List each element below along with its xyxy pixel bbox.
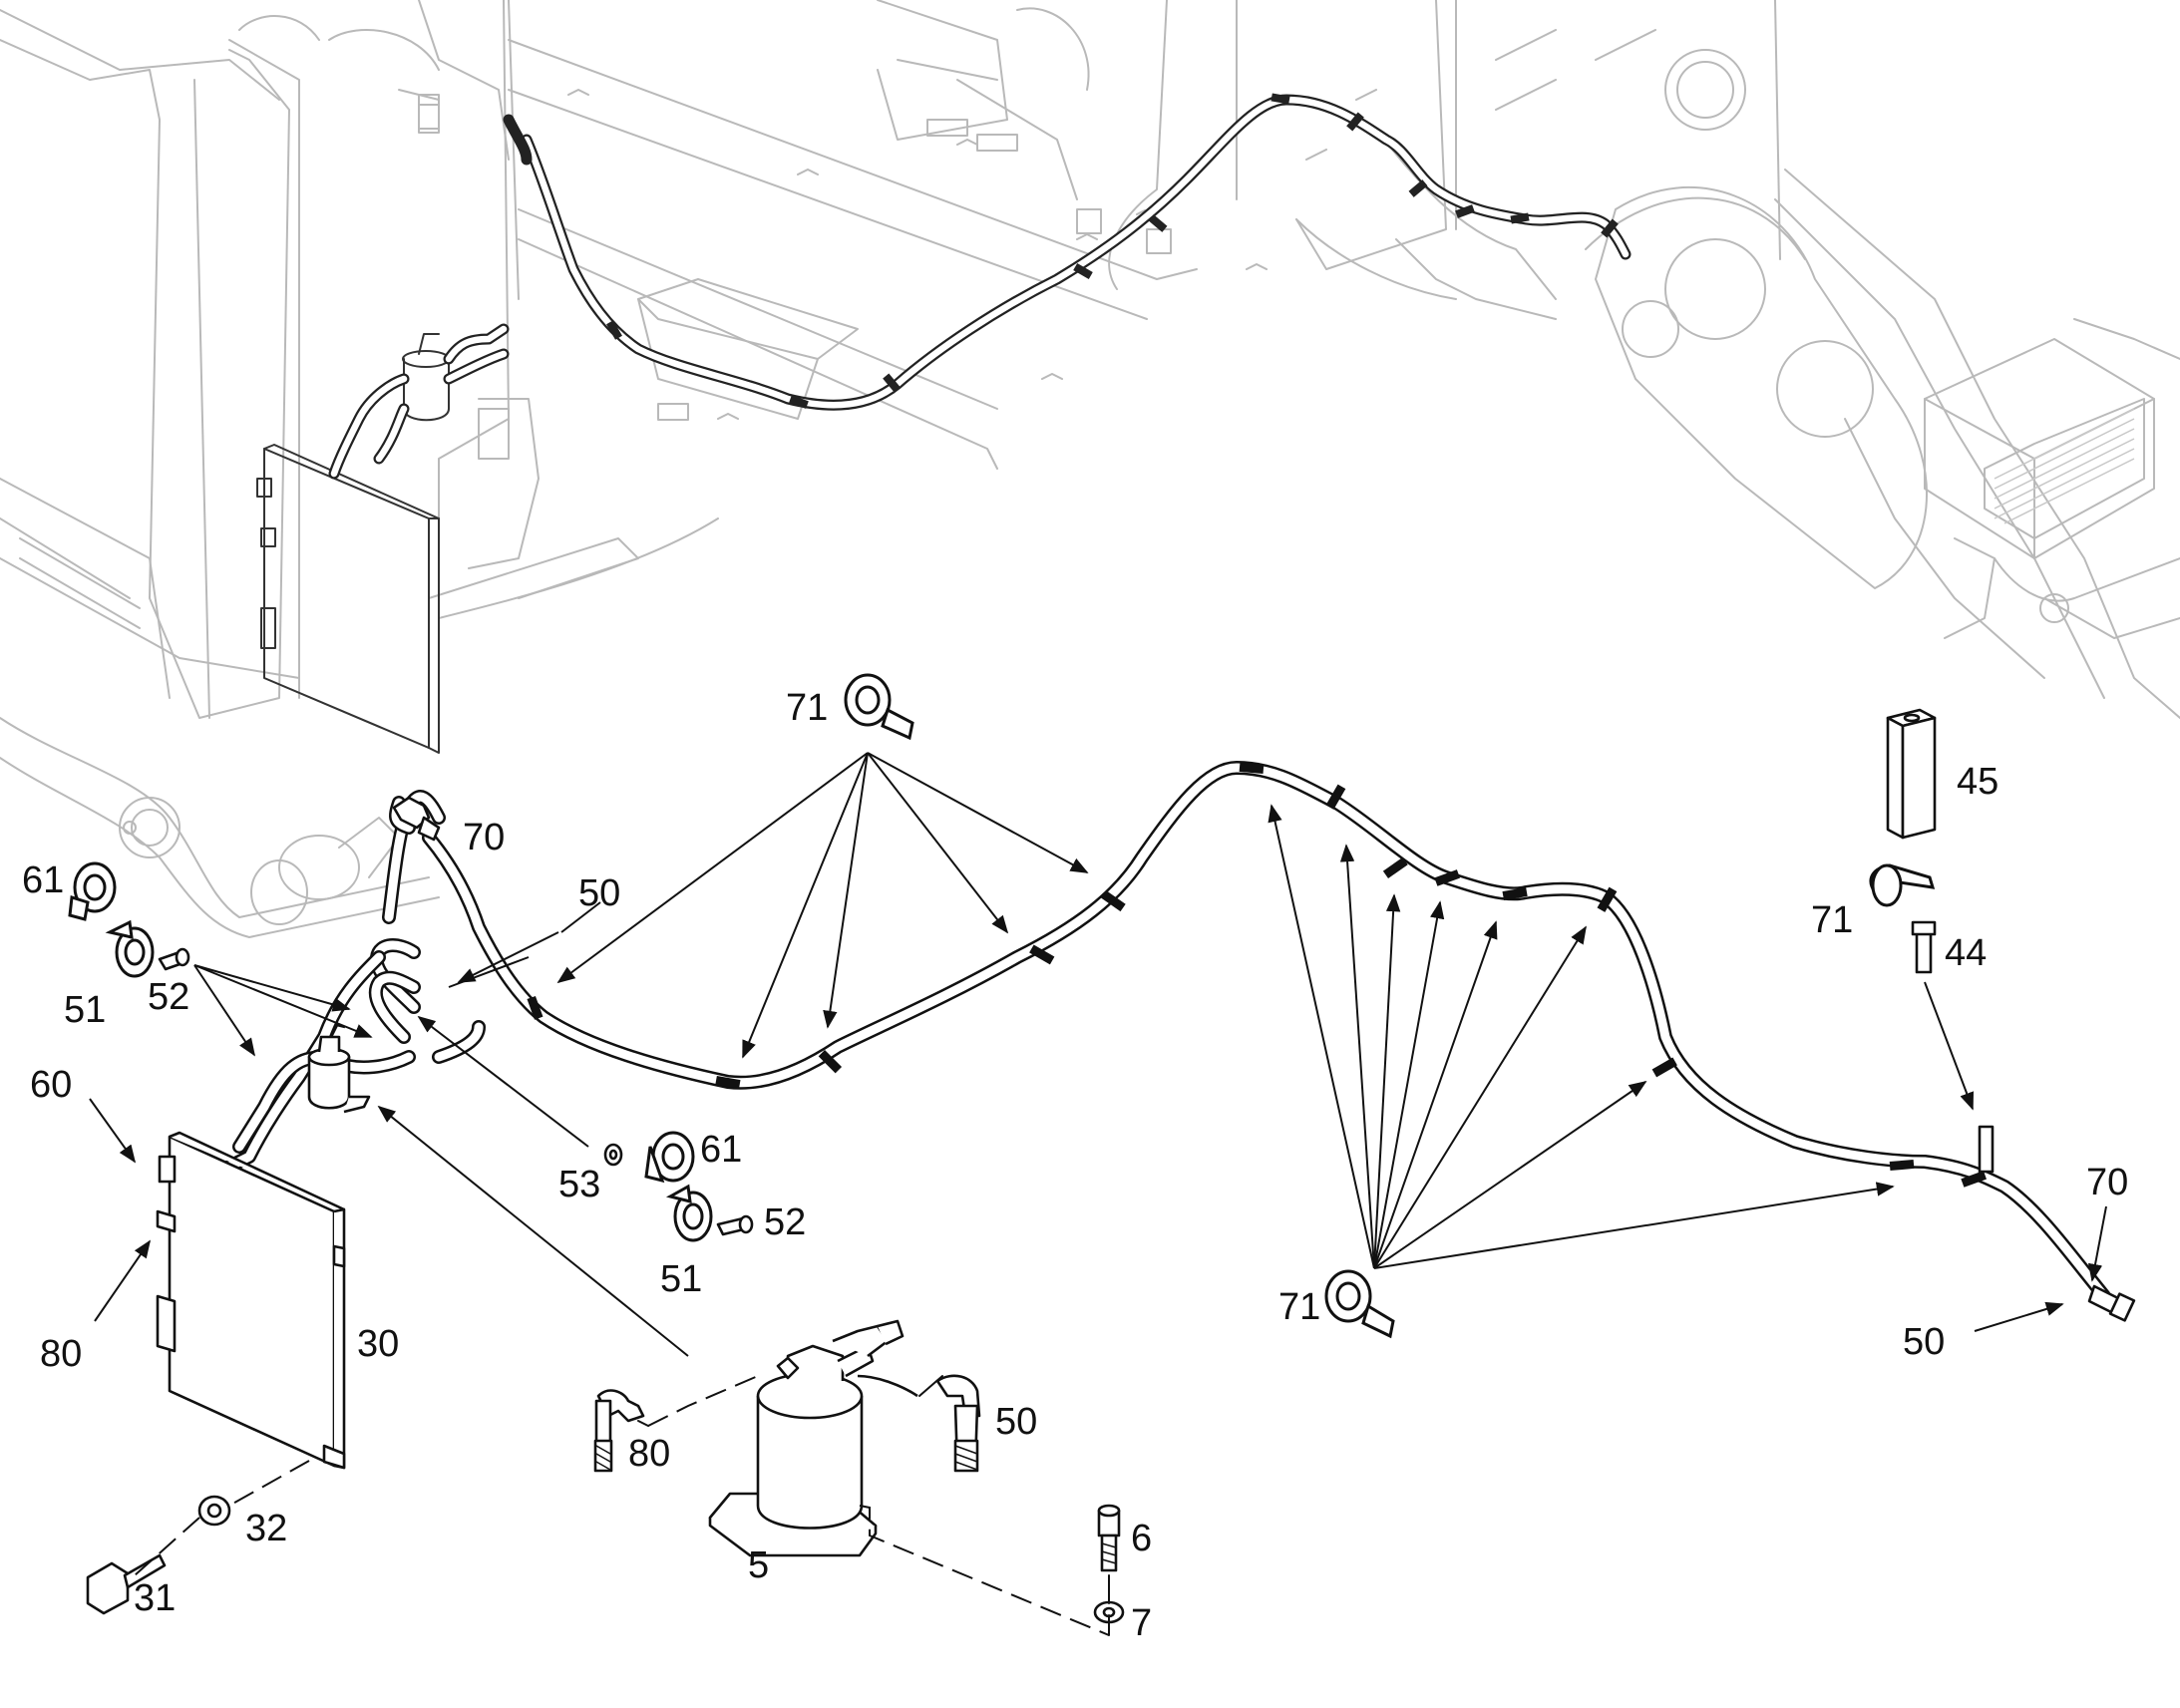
callout-53: 53 [558, 1164, 600, 1205]
callout-7: 7 [1131, 1602, 1152, 1644]
screw-52-left [158, 947, 190, 971]
callout-71-bottom: 71 [1278, 1286, 1320, 1328]
callout-5: 5 [748, 1544, 769, 1586]
callout-labels: 71 45 70 61 50 71 44 51 52 60 61 53 52 5… [22, 687, 2128, 1644]
clamp-61-center [644, 1131, 695, 1184]
callout-50-top: 50 [578, 872, 620, 914]
condenser-30 [156, 1131, 346, 1470]
callout-51-center: 51 [660, 1258, 702, 1300]
callout-70-right: 70 [2086, 1162, 2128, 1203]
clamp-51-center [665, 1184, 713, 1242]
callout-61-left: 61 [22, 859, 64, 901]
clamp-71-bottom [1324, 1269, 1395, 1339]
fitting-70-left [392, 796, 441, 842]
screw-52-center [716, 1214, 754, 1236]
spacer-block-45 [1886, 708, 1937, 840]
machine-frame-background [0, 0, 2180, 938]
installed-hose-route [328, 93, 1632, 480]
callout-80-bottom: 80 [628, 1433, 670, 1475]
clamp-71-top [844, 673, 914, 741]
clamp-71-right [1869, 863, 1936, 907]
receiver-drier-installed [307, 1023, 371, 1114]
callout-6: 6 [1131, 1518, 1152, 1559]
callout-71-right: 71 [1811, 899, 1853, 941]
callout-70-left: 70 [463, 817, 505, 858]
callout-31: 31 [134, 1577, 176, 1619]
callout-61-center: 61 [700, 1129, 742, 1171]
receiver-drier-5 [708, 1319, 918, 1557]
bolt-44 [1911, 920, 1937, 974]
callout-52-left: 52 [148, 976, 189, 1018]
callout-51-left: 51 [64, 989, 106, 1031]
bolt-6 [1097, 1504, 1121, 1572]
clamp-61-left [68, 861, 117, 921]
callout-60: 60 [30, 1064, 72, 1106]
callout-50-bottom: 50 [995, 1401, 1037, 1443]
callout-50-right: 50 [1903, 1321, 1945, 1363]
callout-80-left: 80 [40, 1333, 82, 1375]
callout-32: 32 [245, 1508, 287, 1549]
callout-71-top: 71 [786, 687, 828, 729]
clamp-51-left [105, 919, 155, 978]
callout-44: 44 [1945, 932, 1987, 974]
callout-30: 30 [357, 1323, 399, 1365]
washer-32 [197, 1495, 231, 1527]
refrigerant-hose-assembly [222, 761, 2136, 1322]
callout-52-center: 52 [764, 1201, 806, 1243]
leader-lines [89, 752, 2107, 1636]
fitting-80 [593, 1389, 645, 1473]
bolt-31 [86, 1553, 167, 1615]
fitting-50 [935, 1374, 981, 1473]
nut-53 [603, 1143, 623, 1167]
callout-45: 45 [1957, 761, 1998, 803]
